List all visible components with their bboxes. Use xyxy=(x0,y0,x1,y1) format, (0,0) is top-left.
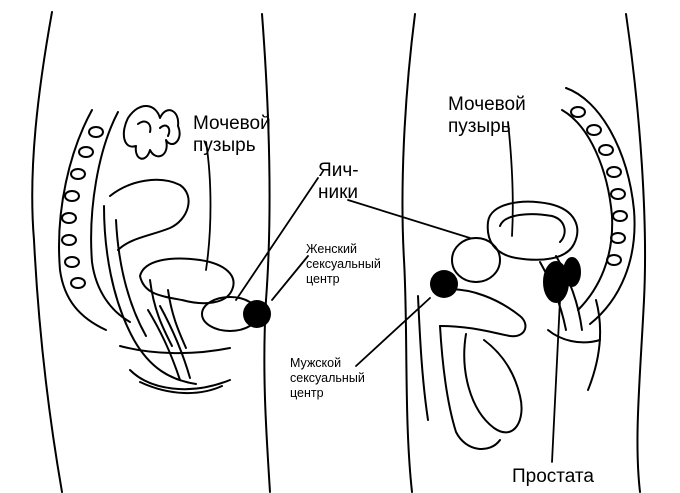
label-male-center-line3: центр xyxy=(290,386,365,401)
label-male-center: Мужской сексуальный центр xyxy=(290,356,365,401)
female-figure xyxy=(32,12,270,492)
male-center-dot xyxy=(430,270,458,298)
female-back-outline xyxy=(32,12,62,492)
label-bladder-female: Мочевой пузырь xyxy=(193,113,271,157)
male-front-outline xyxy=(402,14,415,492)
label-female-center-line3: центр xyxy=(306,272,381,287)
label-bladder-male-line1: Мочевой xyxy=(448,94,526,116)
label-female-center: Женский сексуальный центр xyxy=(306,242,381,287)
female-vertebrae xyxy=(62,127,103,288)
male-vertebrae xyxy=(571,107,627,265)
male-scrotum xyxy=(464,334,521,432)
label-ovaries-line2: ники xyxy=(318,182,359,204)
label-male-center-line1: Мужской xyxy=(290,356,365,371)
female-spine-inner xyxy=(91,112,130,322)
label-prostate: Простата xyxy=(512,466,594,488)
female-front-outline xyxy=(262,14,270,492)
pointer-lines xyxy=(206,122,560,462)
male-figure xyxy=(402,14,645,492)
pointer-ovary-right xyxy=(348,200,470,238)
female-center-dot xyxy=(243,300,271,328)
male-back-outline xyxy=(626,14,645,492)
pointer-female-center xyxy=(272,256,308,300)
label-female-center-line1: Женский xyxy=(306,242,381,257)
label-bladder-male: Мочевой пузырь xyxy=(448,94,526,138)
label-ovaries-line1: Яич- xyxy=(318,160,359,182)
label-bladder-male-line2: пузырь xyxy=(448,116,526,138)
pointer-bladder-left xyxy=(206,142,211,270)
label-bladder-female-line1: Мочевой xyxy=(193,113,271,135)
label-male-center-line2: сексуальный xyxy=(290,371,365,386)
male-spine-outer xyxy=(566,88,635,324)
label-ovaries: Яич- ники xyxy=(318,160,359,204)
female-uterus xyxy=(110,180,189,250)
female-spine-outer xyxy=(59,110,106,330)
male-penis xyxy=(440,289,525,336)
female-intestine xyxy=(124,106,180,159)
pointer-bladder-right xyxy=(508,122,513,236)
label-female-center-line2: сексуальный xyxy=(306,257,381,272)
female-bladder xyxy=(140,259,234,304)
pointer-prostate xyxy=(552,300,560,462)
label-bladder-female-line2: пузырь xyxy=(193,135,271,157)
male-testis xyxy=(452,238,500,282)
